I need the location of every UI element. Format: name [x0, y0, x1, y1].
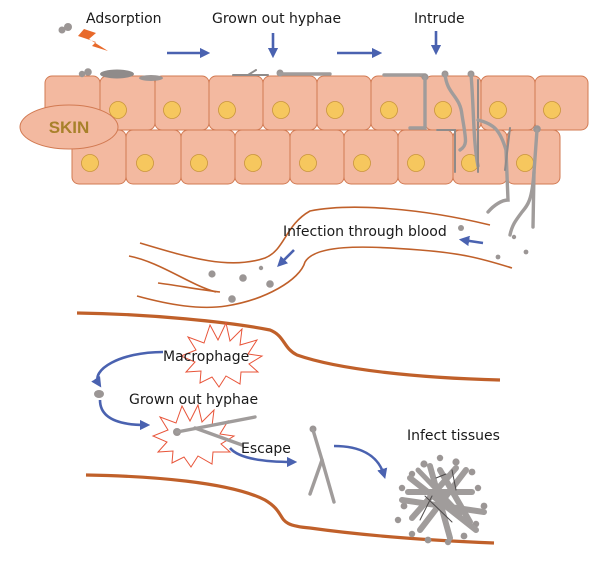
lightning-bolt-icon [78, 29, 108, 51]
escape-stage: Escape [229, 425, 388, 504]
arrow-icon [98, 399, 151, 431]
arrow-icon [277, 249, 295, 267]
skin-layer: SKIN [19, 75, 589, 185]
arrow-icon [333, 444, 388, 479]
spore-icon [94, 390, 104, 398]
arrow-icon [229, 447, 298, 468]
spore-icon [78, 70, 86, 78]
infect-tissues-stage: Infect tissues [394, 428, 500, 546]
intrude-label: Intrude [414, 11, 465, 27]
macrophage-label: Macrophage [163, 349, 249, 365]
spore-icon [64, 23, 72, 31]
macrophage-burst-icon [179, 321, 264, 388]
germinating-spore-icon [100, 69, 134, 79]
infect-tissues-label: Infect tissues [407, 428, 500, 444]
skin-label-ellipse [19, 104, 119, 150]
arrow-icon [91, 350, 164, 388]
vessel-wall-lower [85, 473, 495, 545]
fungal-mass-icon [394, 454, 488, 546]
blood-vessel-upper: Infection through blood [128, 206, 529, 309]
vessel-wall-upper [76, 311, 501, 382]
spore-icon [58, 26, 66, 34]
infection-through-blood-label: Infection through blood [283, 224, 447, 240]
adsorption-label: Adsorption [86, 11, 162, 27]
skin-cells-top-row [44, 75, 589, 131]
spore-icon [84, 68, 92, 76]
adsorption-stage: Adsorption [58, 11, 163, 81]
macrophage-burst-icon [151, 403, 236, 468]
grown-out-hyphae-bottom-label: Grown out hyphae [129, 392, 258, 408]
cell-nuclei [81, 101, 561, 172]
escape-label: Escape [241, 441, 291, 457]
grown-out-hyphae-stage: Grown out hyphae [212, 11, 429, 130]
intrude-stage: Intrude [414, 11, 541, 237]
grown-out-hyphae-top-label: Grown out hyphae [212, 11, 341, 27]
skin-label: SKIN [49, 118, 90, 137]
macrophage-stage: Macrophage Grown out hyphae [91, 321, 264, 468]
arrow-icon [458, 235, 484, 247]
flattened-spore-icon [139, 75, 163, 81]
